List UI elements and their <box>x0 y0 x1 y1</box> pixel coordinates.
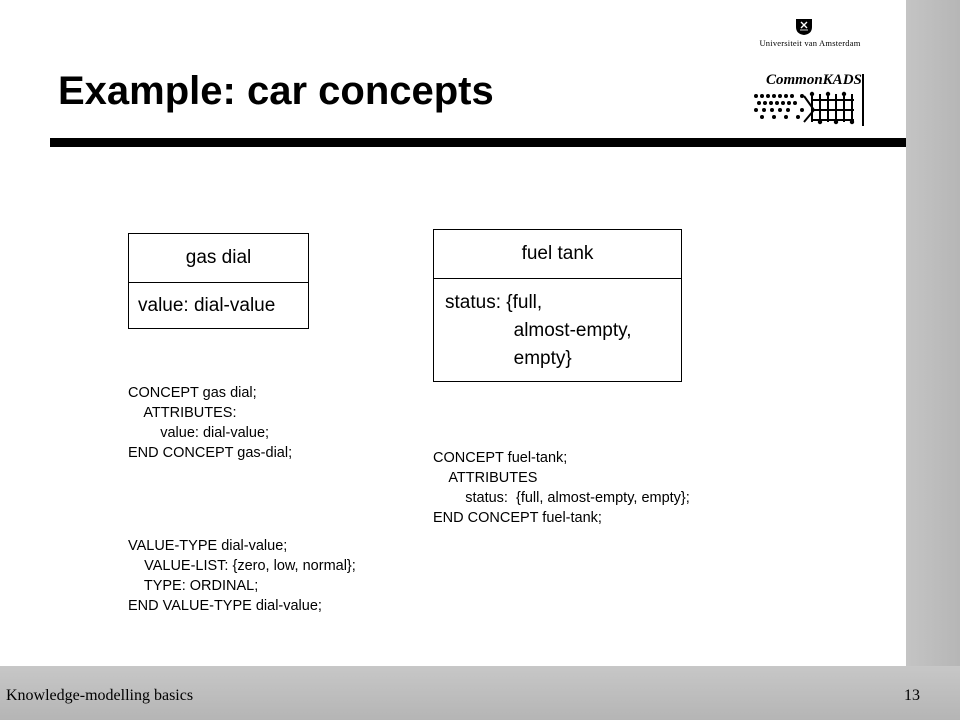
university-logo: Universiteit van Amsterdam <box>754 18 864 52</box>
footer-page-number: 13 <box>904 687 920 704</box>
commonkads-wordmark: CommonKADS <box>766 72 862 88</box>
commonkads-logo: CommonKADS <box>752 70 864 128</box>
fuel-tank-concept-definition: CONCEPT fuel-tank; ATTRIBUTES status: {f… <box>433 450 690 526</box>
fuel-tank-box-attribute: status: {full, almost-empty, empty} <box>445 292 632 369</box>
slide-footer-bar <box>0 666 960 720</box>
dial-value-type-definition: VALUE-TYPE dial-value; VALUE-LIST: {zero… <box>128 538 356 614</box>
commonkads-divider <box>862 74 864 126</box>
footer-course-title: Knowledge-modelling basics <box>6 687 194 704</box>
title-underline-rule <box>50 138 906 147</box>
fuel-tank-box-header: fuel tank <box>434 230 681 279</box>
gas-dial-concept-box: gas dial value: dial-value <box>128 233 309 329</box>
university-name: Universiteit van Amsterdam <box>759 38 861 48</box>
gas-dial-concept-definition: CONCEPT gas dial; ATTRIBUTES: value: dia… <box>128 385 293 461</box>
university-shield-icon <box>796 19 812 35</box>
slide-right-border <box>906 0 960 720</box>
gas-dial-box-header: gas dial <box>129 234 308 283</box>
commonkads-dots-graphic <box>754 91 855 125</box>
gas-dial-box-attribute: value: dial-value <box>138 295 276 316</box>
slide-title: Example: car concepts <box>58 69 494 113</box>
fuel-tank-concept-box: fuel tank status: {full, almost-empty, e… <box>433 229 682 382</box>
